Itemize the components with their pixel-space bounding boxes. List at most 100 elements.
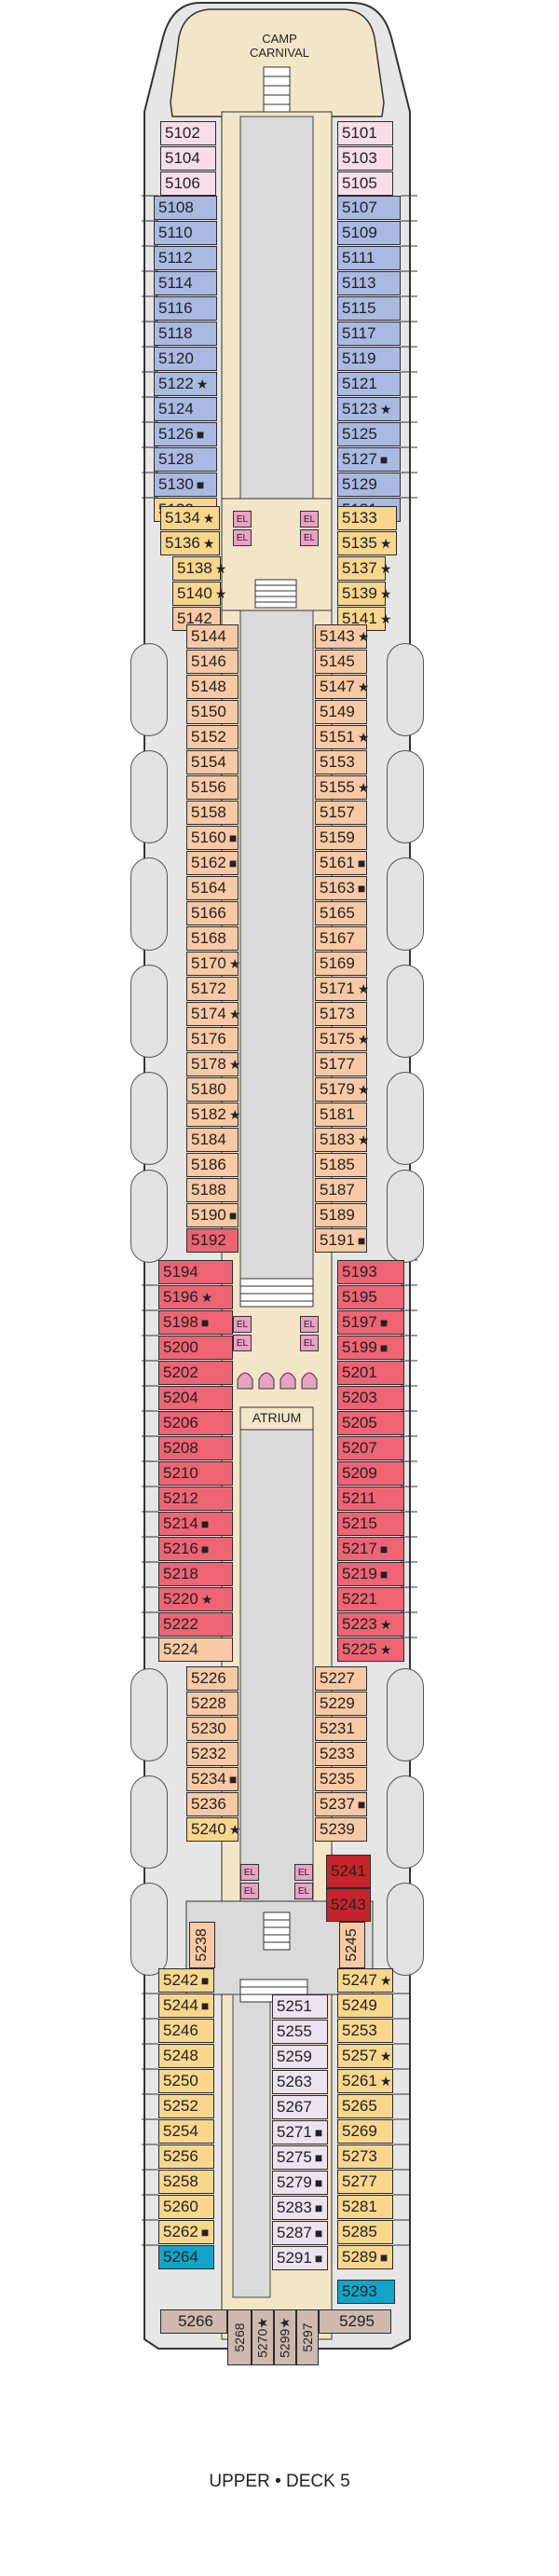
- cabin-5256: 5256: [158, 2144, 214, 2169]
- atrium-floor: [239, 1406, 314, 1431]
- cabin-5221: 5221: [337, 1587, 404, 1611]
- cabin-number: 5214: [163, 1514, 198, 1532]
- cabin-number: 5255: [277, 2022, 312, 2040]
- cabin-5262: 5262■: [158, 2220, 214, 2244]
- cabin-number: 5129: [342, 475, 377, 493]
- cabin-5263: 5263: [272, 2070, 328, 2094]
- cabin-number: 5164: [191, 879, 226, 897]
- cabin-number: 5237: [320, 1795, 355, 1813]
- cabin-5112: 5112: [154, 246, 217, 270]
- cabin-number: 5136: [165, 534, 200, 552]
- cabin-number: 5218: [163, 1565, 198, 1583]
- star-icon: ★: [357, 1082, 370, 1097]
- cabin-5207: 5207: [337, 1436, 404, 1460]
- cabin-number: 5165: [320, 904, 355, 922]
- cabin-5129: 5129: [337, 473, 401, 497]
- camp-label-line1: CAMP: [262, 32, 297, 46]
- square-icon: ■: [357, 856, 366, 870]
- cabin-5182: 5182★: [186, 1103, 240, 1127]
- cabin-number: 5263: [277, 2073, 312, 2090]
- square-icon: ■: [379, 2250, 389, 2265]
- cabin-number: 5172: [191, 980, 226, 997]
- cabin-number: 5162: [191, 854, 226, 871]
- elevator-icon: EL: [294, 1883, 313, 1899]
- cabin-5126: 5126■: [154, 422, 217, 446]
- cabin-number: 5176: [191, 1030, 226, 1048]
- cabin-5137: 5137★: [337, 556, 391, 581]
- cabin-5171: 5171★: [315, 977, 369, 1001]
- cabin-number: 5267: [277, 2098, 312, 2116]
- cabin-number: 5222: [163, 1615, 198, 1633]
- cabin-5123: 5123★: [337, 397, 401, 421]
- square-icon: ■: [379, 1315, 389, 1330]
- cabin-number: 5135: [342, 534, 377, 552]
- cabin-5254: 5254: [158, 2119, 214, 2144]
- lifeboat: [130, 1775, 168, 1869]
- cabin-5198: 5198■: [158, 1310, 233, 1335]
- cabin-5170: 5170★: [186, 952, 240, 976]
- cabin-number: 5196: [163, 1288, 198, 1306]
- cabin-number: 5140: [177, 584, 212, 602]
- cabin-5177: 5177: [315, 1052, 367, 1076]
- cabin-number: 5217: [342, 1540, 377, 1557]
- cabin-number: 5231: [320, 1720, 355, 1737]
- square-icon: ■: [200, 2225, 210, 2240]
- cabin-5219: 5219■: [337, 1562, 404, 1586]
- cabin-number: 5232: [191, 1745, 226, 1762]
- stairs-aft: [263, 1911, 291, 1951]
- cabin-5168: 5168: [186, 926, 239, 951]
- cabin-number: 5142: [177, 610, 212, 627]
- cabin-number: 5111: [342, 249, 375, 267]
- cabin-number: 5127: [342, 450, 377, 468]
- cabin-5184: 5184: [186, 1128, 239, 1152]
- cabin-5133: 5133: [337, 506, 397, 530]
- cabin-5134: 5134★: [160, 506, 220, 530]
- cabin-5235: 5235: [315, 1767, 367, 1791]
- cabin-5181: 5181: [315, 1103, 367, 1127]
- cabin-number: 5262: [163, 2223, 198, 2240]
- cabin-number: 5261: [342, 2072, 377, 2090]
- cabin-number: 5287: [277, 2224, 312, 2241]
- cabin-5231: 5231: [315, 1717, 367, 1741]
- cabin-number: 5168: [191, 929, 226, 947]
- cabin-number: 5160: [191, 829, 226, 846]
- cabin-number: 5230: [191, 1720, 226, 1737]
- cabin-5285: 5285: [337, 2220, 393, 2244]
- cabin-number: 5147: [320, 678, 355, 695]
- cabin-number: 5200: [163, 1338, 198, 1356]
- cabin-number: 5177: [320, 1055, 355, 1073]
- cabin-number: 5273: [342, 2147, 377, 2165]
- cabin-5111: 5111: [337, 246, 401, 270]
- square-icon: ■: [314, 2150, 323, 2165]
- cabin-number: 5144: [191, 627, 226, 645]
- cabin-number: 5173: [320, 1005, 355, 1022]
- cabin-5258: 5258: [158, 2170, 214, 2194]
- cabin-number: 5175: [320, 1030, 355, 1048]
- cabin-5233: 5233: [315, 1742, 367, 1766]
- cabin-5172: 5172: [186, 977, 239, 1001]
- cabin-5277: 5277: [337, 2170, 393, 2194]
- star-icon: ★: [379, 611, 392, 626]
- cabin-number: 5259: [277, 2048, 312, 2065]
- star-icon: ★: [202, 536, 215, 551]
- cabin-number: 5118: [158, 324, 193, 342]
- cabin-5230: 5230: [186, 1717, 239, 1741]
- cabin-5291: 5291■: [272, 2246, 328, 2270]
- star-icon: ★: [379, 1617, 392, 1632]
- cabin-number: 5275: [277, 2148, 312, 2166]
- lifeboat: [130, 643, 168, 736]
- cabin-5167: 5167: [315, 926, 367, 951]
- star-icon: ★: [357, 1132, 370, 1147]
- cabin-5174: 5174★: [186, 1002, 240, 1026]
- cabin-number: 5295: [339, 2312, 375, 2330]
- elevator-icon: EL: [300, 511, 319, 528]
- square-icon: ■: [228, 830, 238, 845]
- cabin-5257: 5257★: [337, 2044, 393, 2068]
- cabin-5148: 5148: [186, 675, 239, 699]
- cabin-5130: 5130■: [154, 473, 217, 497]
- stairs-midship: [239, 1278, 314, 1308]
- cabin-5255: 5255: [272, 2020, 328, 2044]
- cabin-number: 5247: [342, 1971, 377, 1989]
- cabin-5222: 5222: [158, 1612, 233, 1637]
- square-icon: ■: [357, 1233, 366, 1248]
